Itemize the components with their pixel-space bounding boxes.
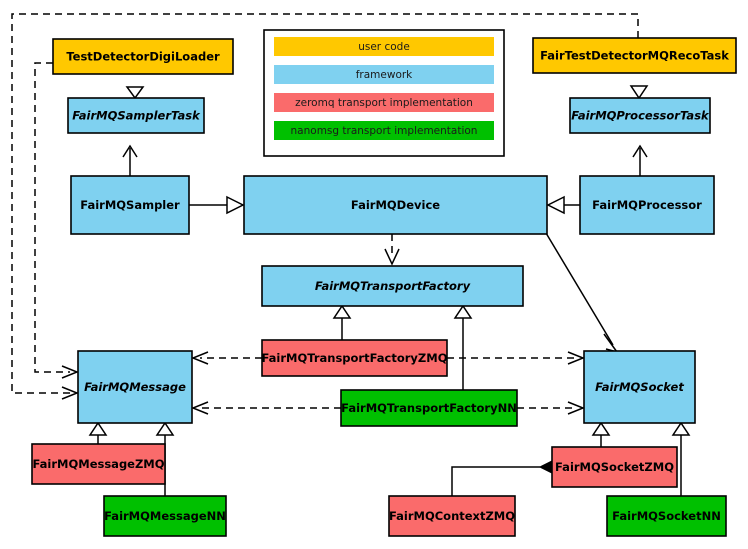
edge-fairtestdetectormqrecotask-to-fairmqmessage xyxy=(11,13,639,400)
class-box xyxy=(606,495,727,537)
class-name-label: FairMQTransportFactoryZMQ xyxy=(261,351,447,365)
legend-label: user code xyxy=(358,41,410,53)
legend-swatch xyxy=(274,37,494,56)
class-node-fairmqdevice[interactable]: FairMQDevice xyxy=(243,175,548,235)
class-name-label: FairMQSocketNN xyxy=(612,509,721,523)
class-box xyxy=(583,350,696,424)
class-box xyxy=(532,37,737,74)
class-node-fairmqmessagezmq[interactable]: FairMQMessageZMQ xyxy=(31,443,166,485)
class-box xyxy=(261,339,448,377)
class-box xyxy=(340,389,518,427)
class-node-fairmqprocessor[interactable]: FairMQProcessor xyxy=(579,175,715,235)
legend-swatch xyxy=(274,65,494,84)
class-box xyxy=(67,97,205,134)
class-box xyxy=(103,495,227,537)
legend-item-0: user code xyxy=(274,37,494,56)
legend-swatch xyxy=(274,93,494,112)
class-name-label: FairMQDevice xyxy=(351,198,440,212)
edge-fairmqtransportfactoryzmq-to-fairmqmessage xyxy=(190,351,262,365)
edge-fairmqsamplertask-to-testdetectordigiloader xyxy=(125,86,145,100)
edge-fairmqmessagezmq-to-fairmqmessage xyxy=(88,421,108,444)
edge-fairmqtransportfactoryzmq-to-fairmqsocket xyxy=(447,351,586,365)
legend-label: framework xyxy=(356,69,413,81)
legend-swatch xyxy=(274,121,494,140)
class-box xyxy=(52,38,234,75)
class-box xyxy=(31,443,166,485)
edge-fairmqdevice-to-fairmqtransportfactory xyxy=(384,234,400,266)
class-name-label: FairMQMessageNN xyxy=(104,509,226,523)
class-box xyxy=(243,175,548,235)
class-box xyxy=(70,175,190,235)
node-layer: TestDetectorDigiLoader FairTestDetectorMQ… xyxy=(31,37,737,537)
class-node-fairmqmessagenn[interactable]: FairMQMessageNN xyxy=(103,495,227,537)
edge-fairmqtransportfactorynn-to-fairmqtransportfactory xyxy=(453,304,473,390)
class-node-fairmqcontextzmq[interactable]: FairMQContextZMQ xyxy=(388,495,516,537)
class-node-fairmqsocket[interactable]: FairMQSocket xyxy=(583,350,696,424)
class-name-label: FairTestDetectorMQRecoTask xyxy=(540,49,729,63)
edge-fairmqprocessor-to-fairmqprocessortask xyxy=(632,144,648,176)
class-node-fairmqmessage[interactable]: FairMQMessage xyxy=(77,350,193,424)
class-name-label: FairMQTransportFactory xyxy=(315,279,471,293)
class-name-label: FairMQTransportFactoryNN xyxy=(341,401,517,415)
class-node-fairmqtransportfactorynn[interactable]: FairMQTransportFactoryNN xyxy=(340,389,518,427)
edge-fairmqsampler-to-fairmqdevice xyxy=(189,195,245,215)
edge-testdetectordigiloader-to-fairmqmessage xyxy=(34,62,80,379)
class-node-testdetectordigiloader[interactable]: TestDetectorDigiLoader xyxy=(52,38,234,75)
legend-label: zeromq transport implementation xyxy=(295,97,473,109)
edge-fairmqcontextzmq-to-fairmqsocketzmq xyxy=(451,460,566,496)
class-box xyxy=(579,175,715,235)
class-box xyxy=(388,495,516,537)
legend-label: nanomsg transport implementation xyxy=(291,125,478,137)
class-box xyxy=(77,350,193,424)
class-name-label: FairMQSamplerTask xyxy=(72,109,201,123)
class-box xyxy=(261,265,524,307)
class-name-label: FairMQMessage xyxy=(84,380,186,394)
class-name-label: FairMQContextZMQ xyxy=(389,509,515,523)
class-name-label: FairMQMessageZMQ xyxy=(32,457,164,471)
edge-fairmqtransportfactorynn-to-fairmqmessage xyxy=(190,401,341,415)
class-name-label: FairMQSampler xyxy=(80,198,180,212)
edge-fairmqprocessor-to-fairmqdevice xyxy=(546,195,580,215)
class-node-fairmqprocessortask[interactable]: FairMQProcessorTask xyxy=(569,97,711,134)
legend-item-1: framework xyxy=(274,65,494,84)
edge-fairmqsampler-to-fairmqsamplertask xyxy=(122,144,138,176)
legend-panel: user code framework zeromq transport imple… xyxy=(263,29,505,157)
class-name-label: FairMQProcessorTask xyxy=(571,109,710,123)
edge-layer xyxy=(11,13,691,496)
class-name-label: FairMQSocketZMQ xyxy=(555,460,674,474)
class-node-fairmqsampler[interactable]: FairMQSampler xyxy=(70,175,190,235)
class-node-fairtestdetectormqrecotask[interactable]: FairTestDetectorMQRecoTask xyxy=(532,37,737,74)
edge-fairmqsocketnn-to-fairmqsocket xyxy=(671,421,691,496)
edge-fairmqtransportfactorynn-to-fairmqsocket xyxy=(517,401,586,415)
class-node-fairmqtransportfactoryzmq[interactable]: FairMQTransportFactoryZMQ xyxy=(261,339,448,377)
edge-fairmqtransportfactoryzmq-to-fairmqtransportfactory xyxy=(332,304,352,340)
class-node-fairmqsamplertask[interactable]: FairMQSamplerTask xyxy=(67,97,205,134)
class-box xyxy=(569,97,711,134)
edge-fairmqprocessortask-to-fairtestdetectormqrecotask xyxy=(629,85,649,100)
class-name-label: TestDetectorDigiLoader xyxy=(66,50,220,64)
class-name-label: FairMQProcessor xyxy=(592,198,702,212)
class-node-fairmqsocketnn[interactable]: FairMQSocketNN xyxy=(606,495,727,537)
class-node-fairmqtransportfactory[interactable]: FairMQTransportFactory xyxy=(261,265,524,307)
class-name-label: FairMQSocket xyxy=(595,380,684,394)
class-box xyxy=(551,446,678,488)
edge-fairmqdevice-to-fairmqsocket xyxy=(545,232,619,354)
class-node-fairmqsocketzmq[interactable]: FairMQSocketZMQ xyxy=(551,446,678,488)
legend-item-2: zeromq transport implementation xyxy=(274,93,494,112)
edge-fairmqsocketzmq-to-fairmqsocket xyxy=(591,421,611,447)
legend-item-3: nanomsg transport implementation xyxy=(274,121,494,140)
